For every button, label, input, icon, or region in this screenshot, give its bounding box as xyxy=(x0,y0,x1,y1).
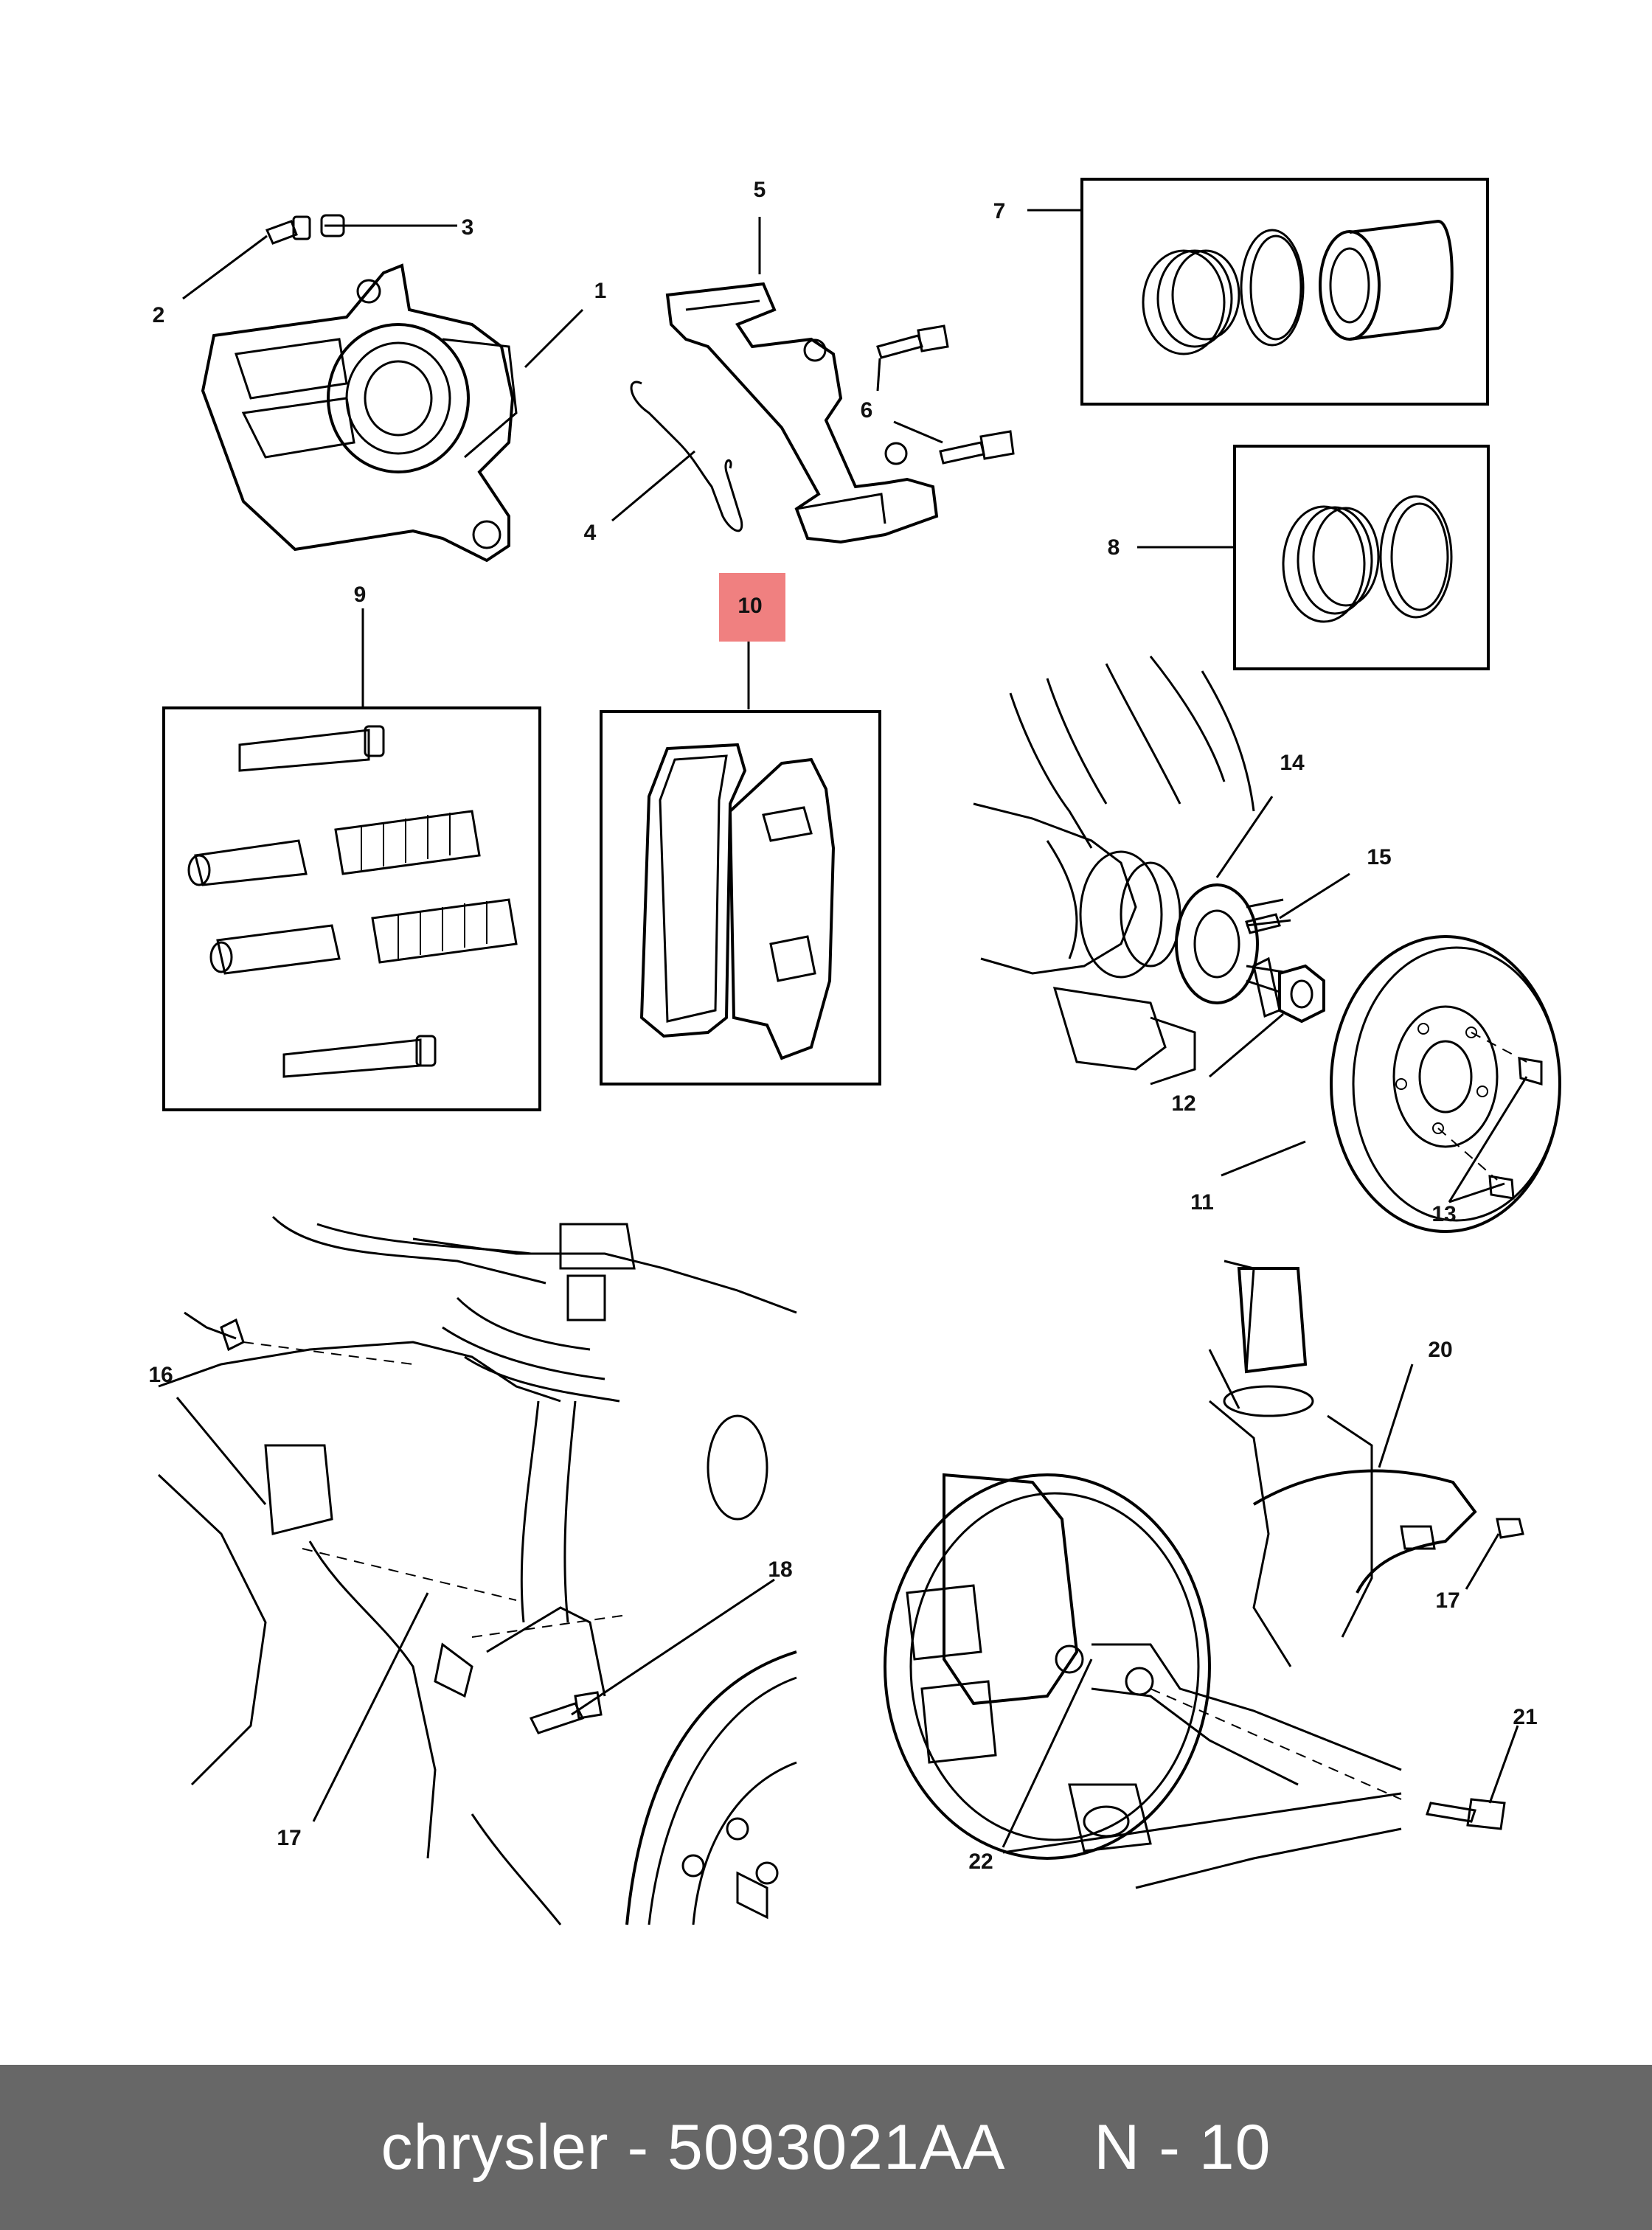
leader-lines xyxy=(176,209,1528,1854)
callout-18: 18 xyxy=(768,1557,792,1582)
hub-knuckle-drawing xyxy=(973,656,1561,1233)
caliper-adapter-drawing xyxy=(665,282,939,544)
callout-3: 3 xyxy=(462,215,474,240)
spring-clip-drawing xyxy=(630,381,743,532)
callout-7: 7 xyxy=(993,199,1006,223)
callout-4: 4 xyxy=(584,521,597,545)
caliper-drawing xyxy=(201,263,518,563)
highlight-box xyxy=(719,573,785,642)
part-number-caption: chrysler - 5093021AA N - 10 xyxy=(381,2111,1271,2183)
callout-17-left: 17 xyxy=(277,1826,301,1850)
brake-pad-kit-box xyxy=(600,710,881,1086)
callout-2: 2 xyxy=(153,303,165,327)
callout-5: 5 xyxy=(754,178,766,202)
callout-13: 13 xyxy=(1431,1202,1456,1226)
callout-20: 20 xyxy=(1428,1338,1452,1362)
footer-bar: chrysler - 5093021AA N - 10 xyxy=(0,2065,1652,2230)
wheel-speed-sensor-routing-right xyxy=(884,1260,1524,1889)
callout-22: 22 xyxy=(968,1849,993,1874)
guide-pin-kit-box xyxy=(162,706,541,1111)
callout-1: 1 xyxy=(594,279,607,303)
callout-12: 12 xyxy=(1171,1091,1195,1116)
callout-8: 8 xyxy=(1108,535,1120,560)
piston-kit-box xyxy=(1080,178,1489,406)
callout-15: 15 xyxy=(1367,845,1391,869)
callout-10: 10 xyxy=(738,594,762,618)
bleeder-screw-drawing xyxy=(265,215,311,245)
callout-11: 11 xyxy=(1190,1190,1214,1215)
parts-diagram: 1 2 3 4 5 6 7 8 9 10 11 12 13 14 15 16 1… xyxy=(148,178,1561,1925)
callout-14: 14 xyxy=(1280,751,1305,775)
callout-6: 6 xyxy=(861,398,873,423)
adapter-bolt-drawing xyxy=(876,324,1015,465)
callout-21: 21 xyxy=(1513,1705,1537,1729)
wheel-speed-sensor-routing-left xyxy=(157,1215,797,1925)
callout-17-right: 17 xyxy=(1435,1588,1460,1613)
callout-9: 9 xyxy=(354,583,367,607)
seal-kit-box xyxy=(1233,445,1490,670)
callout-16: 16 xyxy=(148,1363,173,1387)
